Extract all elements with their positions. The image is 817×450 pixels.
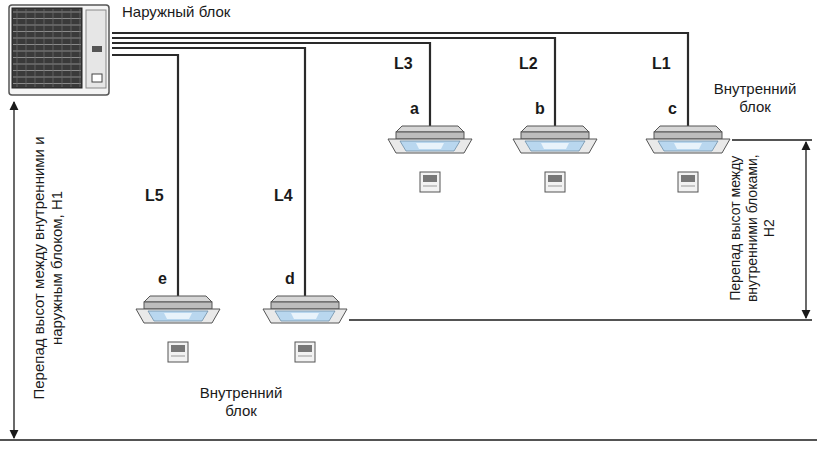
indoor-unit: e [136,296,220,330]
pipe-length-label: L3 [392,55,415,73]
outdoor-unit-figure [8,4,112,98]
pipe-length-label: L5 [143,187,166,205]
cassette-unit-figure [513,126,597,160]
unit-letter: d [285,270,295,288]
indoor-unit: a [388,126,472,160]
pipe-length-label: L1 [650,55,673,73]
height-dimension-text: Перепад высот между внутренними блоками,… [727,153,777,303]
refrigerant-pipe [112,55,178,296]
unit-letter: a [410,100,419,118]
outdoor-unit: Наружный блок [8,4,112,98]
refrigerant-pipe [112,48,305,296]
unit-letter: b [535,100,545,118]
unit-letter: e [158,270,167,288]
indoor-unit: c [646,126,730,160]
unit-heading: Наружный блок [122,3,230,20]
pipe-length-label: L4 [272,187,295,205]
height-dimension-text: Перепад высот между внутренними и наружн… [30,103,66,433]
unit-letter: c [668,100,677,118]
unit-caption: Внутренний блок [700,80,810,116]
cassette-unit-figure [646,126,730,160]
unit-caption: Внутренний блок [186,384,296,420]
cassette-unit-figure [263,296,347,330]
cassette-unit-figure [136,296,220,330]
cassette-unit-figure [388,126,472,160]
indoor-unit: d [263,296,347,330]
pipe-length-label: L2 [517,55,540,73]
indoor-unit: b [513,126,597,160]
